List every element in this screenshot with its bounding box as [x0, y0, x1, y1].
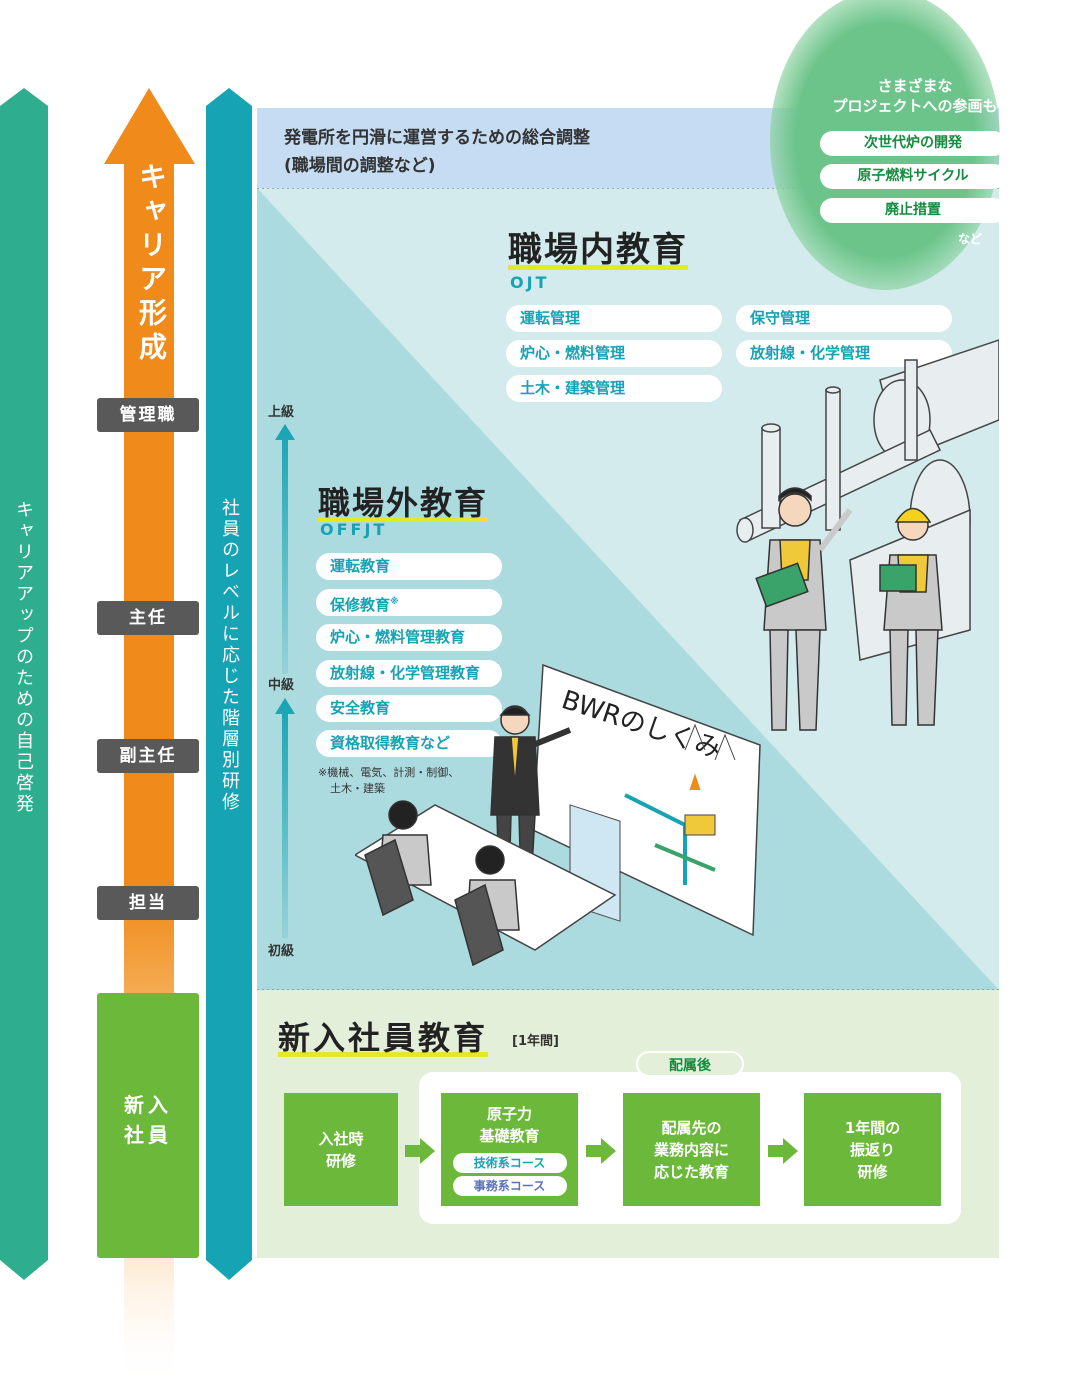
rank-chief: 主任 [97, 601, 199, 635]
step-nuclear-basics: 原子力 基礎教育 技術系コース 事務系コース [441, 1093, 578, 1206]
level-arrow-lower [275, 698, 295, 938]
rank-manager: 管理職 [97, 398, 199, 432]
step4-line3: 研修 [857, 1162, 888, 1181]
new-employee-label: 新入社員 [124, 1093, 172, 1147]
step3-line2: 業務内容に [653, 1140, 729, 1159]
offjt-note-line2: 土木・建築 [330, 782, 385, 795]
newcomer-title-text: 新入社員教育 [278, 1019, 489, 1057]
step4-line2: 振返り [849, 1140, 895, 1159]
ojt-item-maintenance: 保守管理 [736, 305, 952, 332]
step3-line1: 配属先の [661, 1118, 722, 1137]
level-training-label: 社員のレベルに応じた階層別研修 [219, 498, 240, 813]
ojt-item-core-fuel: 炉心・燃料管理 [506, 340, 722, 367]
newcomer-period: [1年間] [512, 1034, 559, 1049]
offjt-title: 職場外教育 [318, 478, 489, 524]
offjt-subtitle: OFFJT [320, 520, 388, 539]
step-arrow-1 [405, 1138, 435, 1164]
step-assignment-education: 配属先の 業務内容に 応じた教育 [623, 1093, 760, 1206]
project-item-fuel-cycle: 原子燃料サイクル [820, 164, 1006, 189]
new-employee-block [97, 993, 199, 1258]
level-mid-label: 中級 [268, 678, 295, 693]
projects-heading-line2: プロジェクトへの参画も [832, 97, 998, 115]
level-top-label: 上級 [268, 405, 295, 420]
offjt-item-maintenance-label: 保修教育 [330, 596, 391, 614]
offjt-item-safety: 安全教育 [316, 695, 502, 722]
step-onboarding: 入社時 研修 [284, 1093, 398, 1206]
offjt-item-radiation: 放射線・化学管理教育 [316, 660, 502, 687]
level-arrow-upper [275, 424, 295, 674]
step-review: 1年間の 振返り 研修 [804, 1093, 941, 1206]
self-study-label: キャリアアップのための自己啓発 [13, 500, 34, 815]
self-study-arrow [0, 88, 48, 1280]
ojt-item-civil: 土木・建築管理 [506, 375, 722, 402]
offjt-title-text: 職場外教育 [318, 484, 489, 522]
offjt-note-line1: ※機械、電気、計測・制御、 [318, 766, 460, 779]
offjt-item-maintenance: 保修教育※ [316, 589, 502, 616]
ojt-item-operation: 運転管理 [506, 305, 722, 332]
career-label: キャリア形成 [135, 162, 168, 366]
step-arrow-3 [768, 1138, 798, 1164]
classroom-illustration: BWRのしくみ [355, 663, 761, 967]
offjt-item-qualification: 資格取得教育など [316, 730, 502, 757]
offjt-item-operation: 運転教育 [316, 553, 502, 580]
offjt-note: ※機械、電気、計測・制御、 土木・建築 [318, 765, 459, 797]
projects-etc: など [958, 232, 983, 246]
project-item-next-gen: 次世代炉の開発 [820, 131, 1006, 156]
offjt-asterisk: ※ [390, 597, 399, 607]
offjt-item-core-fuel: 炉心・燃料管理教育 [316, 624, 502, 651]
course-admin: 事務系コース [452, 1176, 567, 1196]
level-training-arrow [206, 88, 252, 1280]
rank-vice-chief: 副主任 [97, 739, 199, 773]
after-assignment-label: 配属後 [636, 1051, 744, 1077]
level-low-label: 初級 [268, 944, 295, 959]
step4-line1: 1年間の [844, 1118, 901, 1137]
step2-line2: 基礎教育 [479, 1127, 540, 1145]
ojt-title: 職場内教育 [508, 222, 688, 271]
ojt-subtitle: OJT [510, 273, 550, 292]
project-item-decommission: 廃止措置 [820, 198, 1006, 223]
course-tech: 技術系コース [452, 1153, 567, 1173]
step-arrow-2 [586, 1138, 616, 1164]
rank-staff: 担当 [97, 886, 199, 920]
projects-heading: さまざまな プロジェクトへの参画も [800, 76, 1030, 116]
step3-line3: 応じた教育 [653, 1162, 729, 1181]
coordination-line2: (職場間の調整など) [284, 156, 436, 176]
coordination-line1: 発電所を円滑に運営するための総合調整 [284, 128, 590, 148]
step2-line1: 原子力 [486, 1105, 532, 1123]
plant-workers-illustration [736, 339, 999, 731]
newcomer-title: 新入社員教育 [278, 1013, 489, 1059]
ojt-title-text: 職場内教育 [508, 230, 688, 270]
coordination-text: 発電所を円滑に運営するための総合調整 (職場間の調整など) [284, 124, 590, 180]
projects-heading-line1: さまざまな [877, 77, 953, 95]
